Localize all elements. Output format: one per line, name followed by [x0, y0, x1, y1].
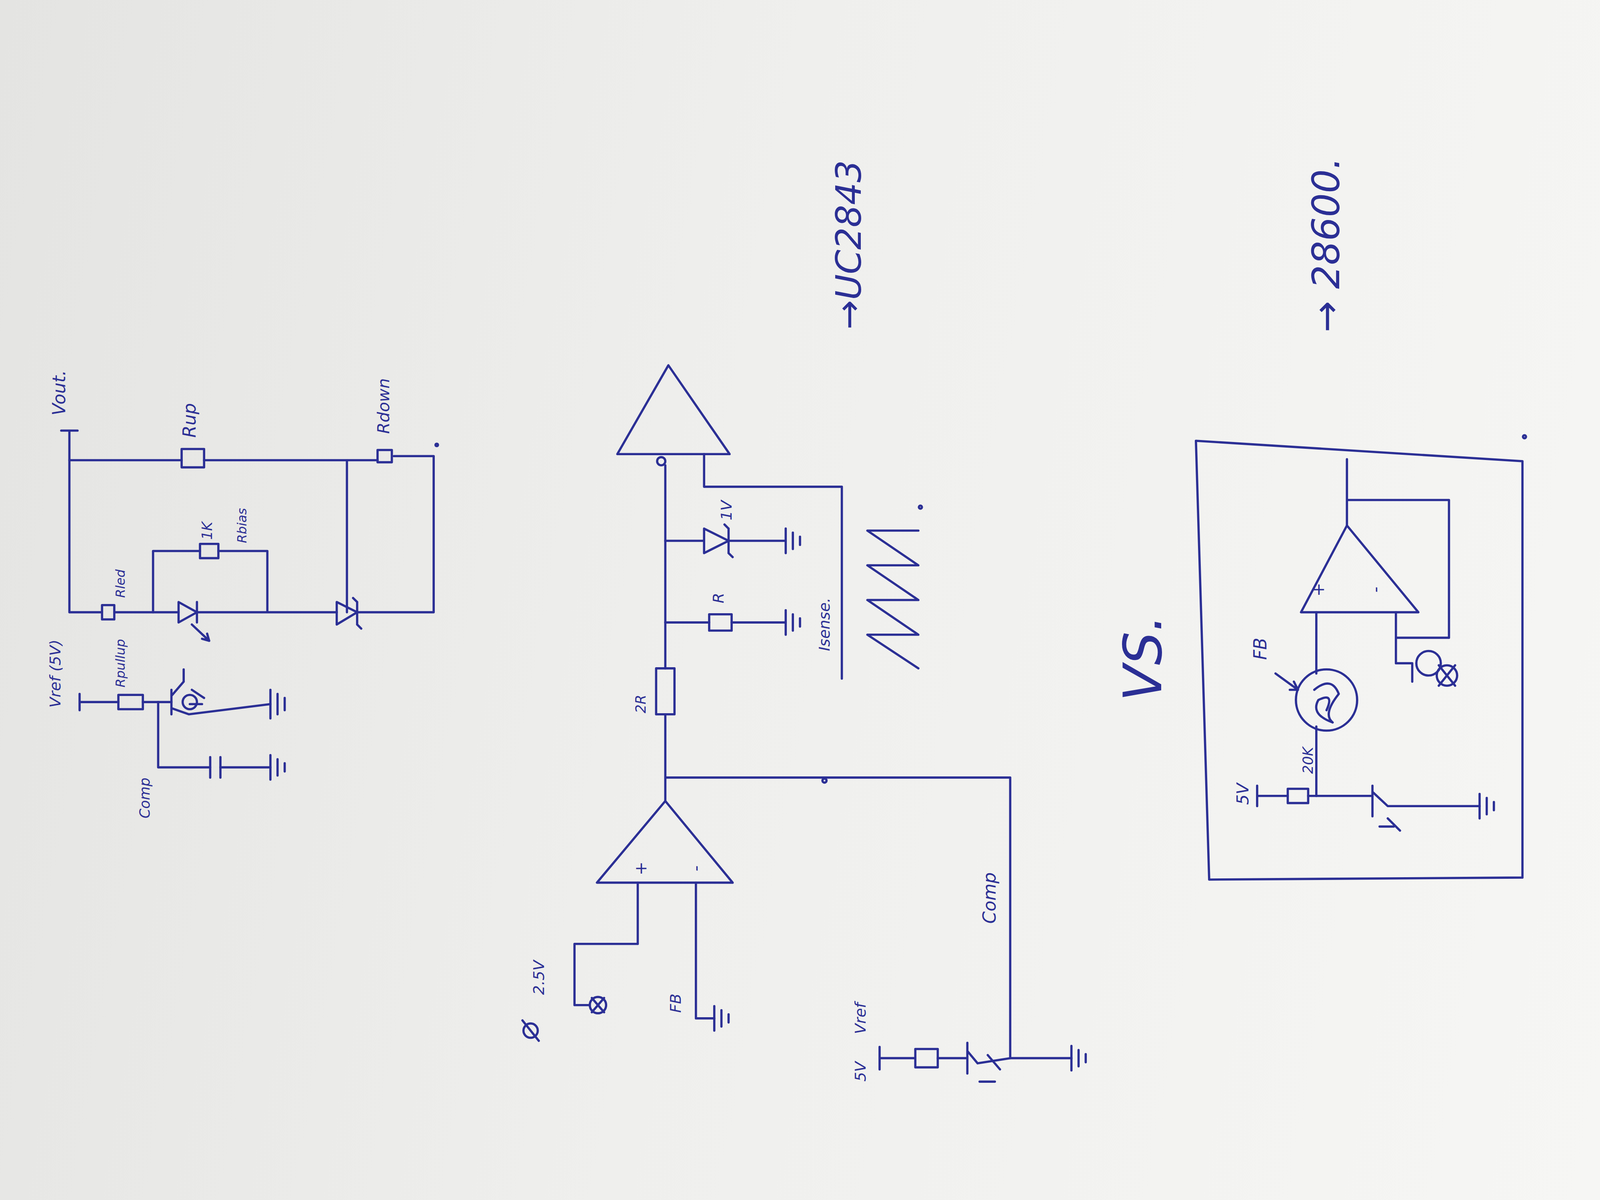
handwritten-label: 1V: [718, 500, 734, 521]
ground-symbol: [785, 528, 800, 553]
resistor-symbol: [1287, 788, 1308, 804]
wire: [696, 882, 715, 1019]
ground-symbol: [270, 689, 285, 718]
scribble: [1314, 683, 1339, 723]
handwritten-label: Comp: [138, 777, 152, 819]
wire: [574, 882, 638, 1006]
handwritten-label: Rdown: [375, 378, 392, 434]
wire: [158, 702, 271, 768]
scribble: [182, 694, 198, 710]
handwritten-label: +: [1310, 582, 1327, 597]
sawtooth-waveform: [867, 530, 919, 669]
resistor-symbol: [915, 1048, 938, 1068]
resistor-symbol: [200, 544, 219, 559]
handwritten-label: Isense.: [816, 597, 832, 652]
leader-arrow: [1275, 673, 1298, 690]
handwritten-label: 2R: [634, 694, 648, 714]
handwritten-label: 1K: [200, 521, 215, 540]
dot: [918, 505, 922, 509]
wire: [665, 465, 1010, 1058]
handwritten-label: →UC2843: [831, 160, 867, 330]
phototransistor-symbol: [171, 669, 271, 714]
wire: [61, 430, 102, 613]
ground-symbol: [1479, 794, 1494, 819]
handwritten-label: Rup: [180, 403, 199, 438]
resistor-symbol: [102, 605, 115, 620]
dot: [657, 457, 666, 466]
handwritten-label: Vout.: [50, 370, 68, 416]
handwritten-label: -: [1367, 586, 1384, 593]
zener-symbol: [704, 524, 733, 558]
wire: [704, 454, 842, 679]
ground-symbol: [270, 755, 285, 780]
handwritten-label: 2.5V: [531, 960, 547, 995]
ground-symbol: [1071, 1046, 1086, 1071]
ground-symbol: [785, 610, 800, 635]
voltage-source-symbol: [589, 996, 606, 1014]
dot: [822, 778, 827, 783]
handwritten-label: 5V: [852, 1061, 868, 1082]
handwritten-label: R: [710, 592, 726, 604]
wire: [879, 1046, 968, 1070]
wire: [1396, 637, 1413, 682]
handwritten-label: FB: [668, 993, 684, 1013]
handwritten-label: → 28600.: [1307, 157, 1346, 333]
wire: [114, 611, 179, 614]
handwritten-label: Rpullup: [114, 638, 127, 688]
handwritten-label: FB: [1251, 637, 1270, 660]
handwritten-label: Vref (5V): [47, 639, 63, 708]
handwritten-label: 5V: [1234, 783, 1252, 805]
resistor-symbol: [709, 614, 732, 631]
handwritten-label: VS.: [1116, 614, 1170, 702]
wire: [1257, 785, 1373, 806]
wire: [1346, 459, 1449, 638]
wire: [153, 551, 337, 613]
handwritten-label: 20K: [1301, 746, 1316, 774]
wire: [69, 456, 434, 612]
scribble: [522, 1020, 539, 1041]
transistor-symbol: [1372, 785, 1480, 831]
opamp-symbol: [1301, 525, 1419, 613]
led-symbol: [178, 602, 210, 641]
handwritten-label: +: [632, 861, 650, 876]
resistor-symbol: [656, 668, 675, 715]
dot: [1522, 435, 1526, 439]
transistor-symbol: [967, 1042, 1072, 1082]
handwritten-label: Rbias: [235, 508, 249, 544]
handwritten-label: Comp: [980, 872, 999, 924]
resistor-symbol: [118, 694, 143, 710]
wire: [665, 621, 786, 624]
scribble: [592, 998, 605, 1013]
dot: [435, 443, 438, 446]
handwritten-label: Rled: [114, 569, 127, 598]
comparison-frame: [1196, 440, 1523, 880]
scribble: [1296, 669, 1358, 731]
handwritten-label: Vref: [852, 1002, 868, 1034]
scribble: [1436, 665, 1458, 686]
opamp-symbol: [617, 365, 730, 454]
resistor-symbol: [377, 450, 392, 463]
ground-symbol: [714, 1006, 729, 1031]
scribble: [1438, 665, 1456, 686]
handwritten-label: -: [688, 865, 705, 872]
capacitor-symbol: [210, 757, 221, 778]
opamp-symbol: [596, 801, 733, 883]
resistor-symbol: [181, 448, 204, 468]
